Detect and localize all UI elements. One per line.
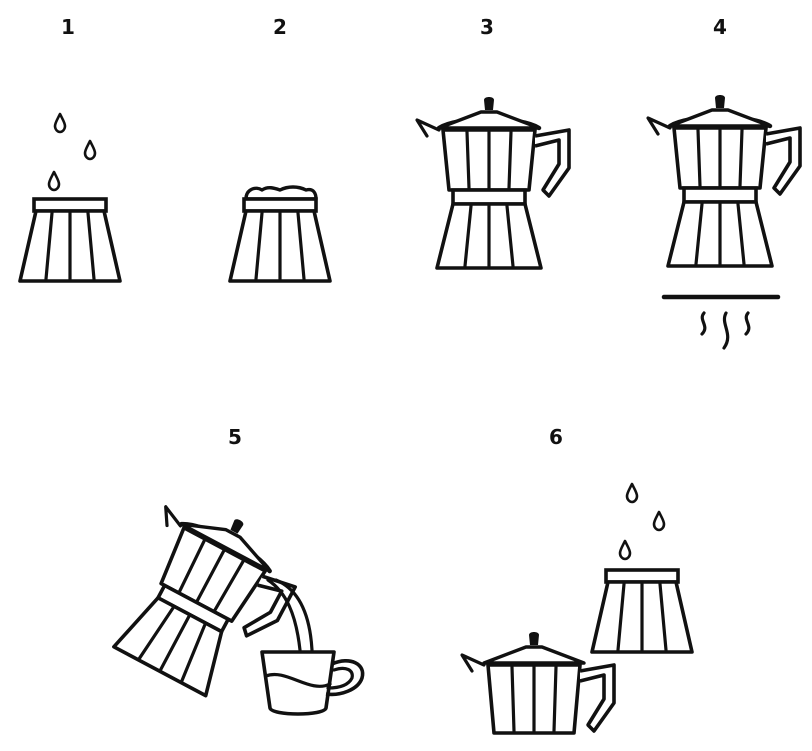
coffee-cup-icon: [260, 650, 365, 716]
water-drop-icon: [652, 510, 666, 532]
water-drop-icon: [47, 170, 61, 192]
water-drop-icon: [53, 112, 67, 134]
step-3-label: 3: [480, 15, 494, 39]
heat-waves-icon: [700, 311, 751, 350]
pot-base-icon: [590, 568, 694, 654]
water-drop-icon: [625, 482, 639, 504]
coffee-filled-base-icon: [228, 185, 332, 283]
step-1-label: 1: [61, 15, 75, 39]
pot-base-icon: [18, 197, 122, 283]
water-drop-icon: [83, 139, 97, 161]
pot-base-icon: [228, 197, 332, 283]
step-5-label: 5: [228, 425, 242, 449]
cleaning-base-and-pot-icon: [460, 482, 694, 735]
step-6-label: 6: [549, 425, 563, 449]
step-2-label: 2: [273, 15, 287, 39]
water-drop-icon: [618, 539, 632, 561]
assembled-moka-pot-icon: [417, 97, 569, 268]
moka-pot-on-stove-icon: [648, 95, 800, 350]
pouring-coffee-into-cup-icon: [96, 486, 365, 716]
coffee-grounds-icon: [244, 185, 318, 201]
pot-top-icon: [460, 632, 616, 735]
step-4-label: 4: [713, 15, 727, 39]
coffee-stream-icon: [266, 578, 314, 652]
filled-water-base-icon: [18, 112, 122, 283]
